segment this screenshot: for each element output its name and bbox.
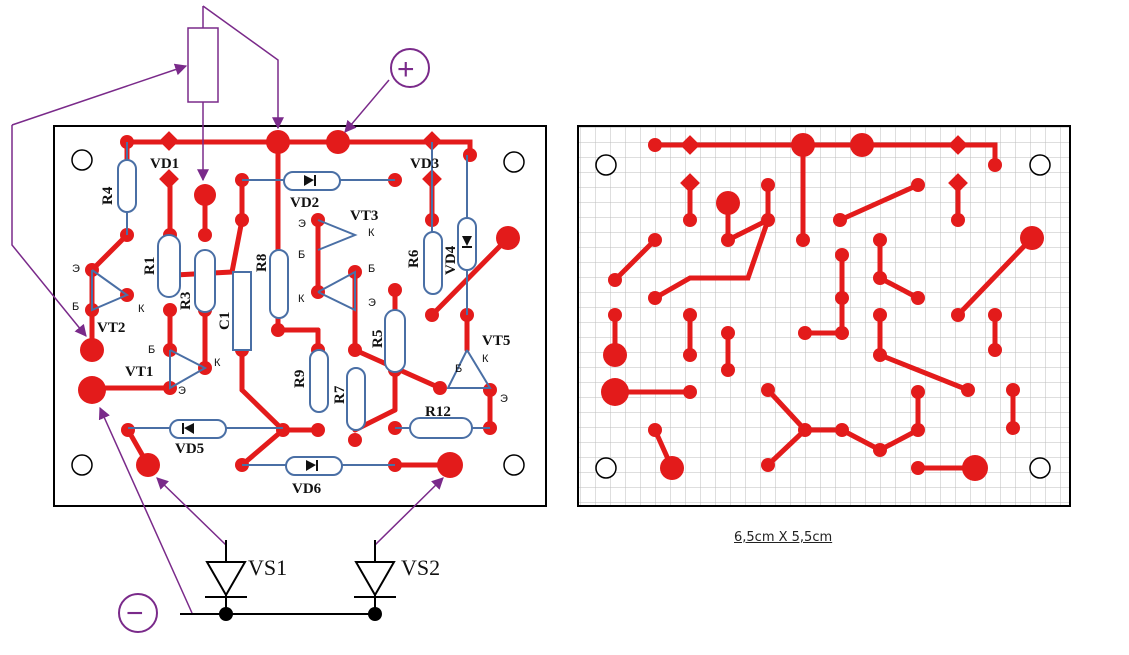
label-vt3: VT3 xyxy=(350,208,378,224)
label-r5: R5 xyxy=(370,330,386,348)
label-vs1: VS1 xyxy=(248,555,287,580)
resistor-r9 xyxy=(309,349,329,413)
resistor-r3 xyxy=(194,249,216,313)
pin-k-vt2: К xyxy=(138,303,145,315)
thyristors xyxy=(180,540,396,615)
pin-b-vt3: Б xyxy=(298,249,305,261)
label-vt2: VT2 xyxy=(97,320,125,336)
pin-e-vt1: Э xyxy=(178,385,186,397)
left-components xyxy=(91,142,492,476)
pin-k-vt4: К xyxy=(298,293,305,305)
right-board xyxy=(577,125,1071,507)
label-vd3: VD3 xyxy=(410,156,439,172)
pin-e-vt5: Э xyxy=(500,393,508,405)
pin-k-vt3: К xyxy=(368,227,375,239)
label-vt5: VT5 xyxy=(482,333,510,349)
label-r7: R7 xyxy=(332,385,348,404)
mounting-holes-right xyxy=(595,154,1051,479)
resistor-r1 xyxy=(157,234,181,298)
label-vd6: VD6 xyxy=(292,481,322,497)
pin-b-vt1: Б xyxy=(148,344,155,356)
potentiometer xyxy=(187,27,219,103)
resistor-r12 xyxy=(409,417,473,439)
label-vd5: VD5 xyxy=(175,441,204,457)
resistor-r8 xyxy=(269,249,289,319)
label-vt1: VT1 xyxy=(125,364,153,380)
minus-symbol: − xyxy=(126,597,144,630)
label-r8: R8 xyxy=(254,254,270,272)
label-vs2: VS2 xyxy=(401,555,440,580)
resistor-r7 xyxy=(346,367,366,431)
mounting-holes-left xyxy=(71,149,525,476)
label-r9: R9 xyxy=(292,370,308,388)
diode-vd5 xyxy=(169,419,227,439)
board-size-caption: 6,5cm X 5,5cm xyxy=(734,530,833,545)
resistor-r4 xyxy=(117,159,137,213)
pin-b-vt4: Б xyxy=(368,263,375,275)
right-pads xyxy=(601,133,1044,481)
diode-glyphs xyxy=(182,175,472,471)
capacitor-c1 xyxy=(232,271,252,351)
label-r12: R12 xyxy=(425,404,451,420)
label-r4: R4 xyxy=(100,186,116,205)
pin-e-vt2: Э xyxy=(72,263,80,275)
label-vd4: VD4 xyxy=(443,245,459,275)
pin-k-vt5: К xyxy=(482,353,489,365)
junction-vs1 xyxy=(219,607,233,621)
plus-symbol: + xyxy=(397,53,415,86)
label-r3: R3 xyxy=(178,292,194,310)
pin-k-vt1: К xyxy=(214,357,221,369)
label-vd1: VD1 xyxy=(150,156,179,172)
pin-b-vt2: Б xyxy=(72,301,79,313)
resistor-r5 xyxy=(384,309,406,373)
junction-vs2 xyxy=(368,607,382,621)
external-wiring xyxy=(11,5,444,633)
label-r6: R6 xyxy=(406,249,422,268)
label-r1: R1 xyxy=(142,257,158,275)
pin-e-vt3: Э xyxy=(298,218,306,230)
pin-b-vt5: Б xyxy=(455,363,462,375)
label-vd2: VD2 xyxy=(290,195,319,211)
resistor-r6 xyxy=(423,231,443,295)
label-c1: C1 xyxy=(217,312,233,330)
left-board: VD1 VD2 VD3 VT3 VD5 VD6 VT1 VT2 VT5 R12 … xyxy=(11,5,547,633)
pin-e-vt4: Э xyxy=(368,297,376,309)
